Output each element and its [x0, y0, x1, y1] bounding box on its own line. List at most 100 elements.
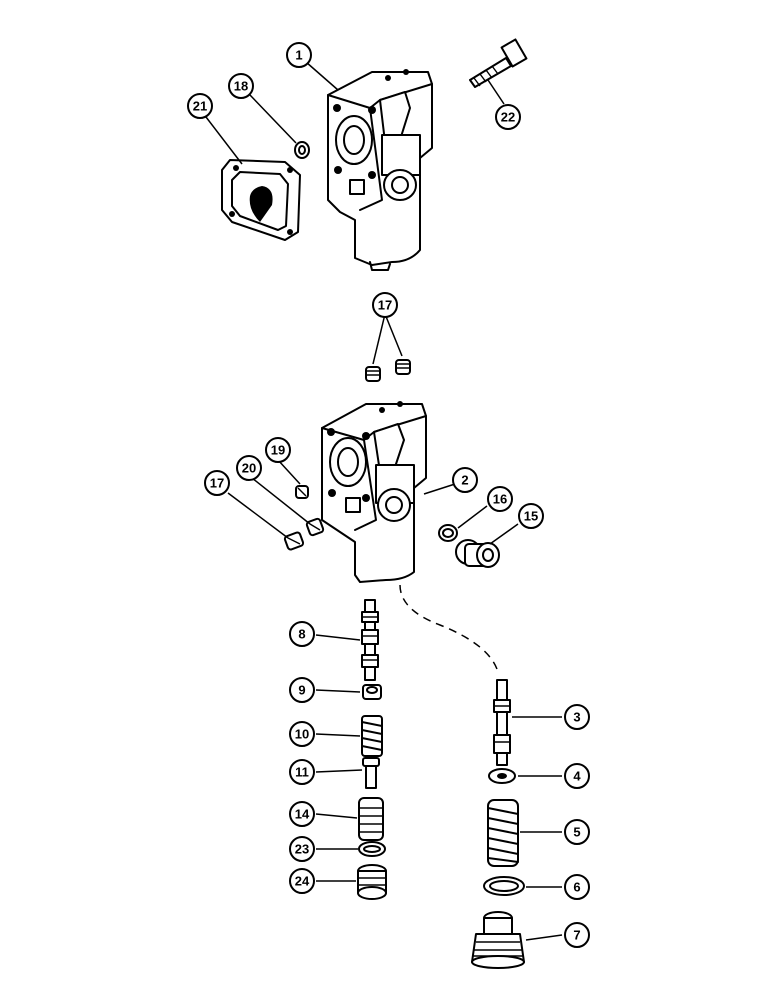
callout-circle — [289, 621, 315, 647]
retainer-4 — [488, 768, 516, 784]
plug-17-top-left — [365, 366, 381, 382]
callout-label: 20 — [242, 461, 256, 476]
bolt-22 — [469, 38, 528, 88]
callout-c11: 11 — [289, 759, 315, 785]
leader-1 — [305, 61, 339, 91]
leader-20 — [251, 477, 311, 525]
seal-ring-6 — [483, 876, 525, 896]
callout-c15: 15 — [518, 503, 544, 529]
callout-label: 5 — [573, 825, 580, 840]
callout-c22: 22 — [495, 104, 521, 130]
callout-label: 2 — [461, 473, 468, 488]
callout-label: 14 — [295, 807, 310, 822]
callout-label: 4 — [573, 769, 581, 784]
callout-circle — [487, 486, 513, 512]
sleeve-14 — [358, 797, 384, 841]
leader-21 — [205, 116, 243, 165]
plug-20 — [305, 517, 325, 537]
leader-9 — [315, 689, 361, 693]
callout-label: 3 — [573, 710, 580, 725]
spool-8 — [361, 599, 379, 681]
plug-17-left — [283, 531, 305, 551]
spring-10 — [361, 715, 383, 757]
callout-circle — [289, 721, 315, 747]
callout-circle — [228, 73, 254, 99]
callout-label: 1 — [295, 48, 302, 63]
leader-17c — [227, 492, 289, 539]
callout-circle — [372, 292, 398, 318]
callout-circle — [289, 677, 315, 703]
callout-circle — [495, 104, 521, 130]
plug-17-top-right — [395, 359, 411, 375]
callout-c17b: 17 — [204, 470, 230, 496]
leader-2 — [423, 483, 456, 495]
callout-c3: 3 — [564, 704, 590, 730]
callout-c16: 16 — [487, 486, 513, 512]
callout-c2: 2 — [452, 467, 478, 493]
valve-housing-lower — [321, 401, 427, 583]
callout-c21: 21 — [187, 93, 213, 119]
seal-ring-16 — [438, 524, 458, 542]
leader-11 — [315, 769, 363, 773]
plug-15 — [455, 539, 500, 568]
callout-label: 6 — [573, 880, 580, 895]
callout-c18: 18 — [228, 73, 254, 99]
leader-17a — [372, 313, 386, 365]
leader-17b — [384, 313, 403, 357]
leader-10 — [315, 733, 361, 737]
leader-22 — [487, 79, 505, 105]
pin-11 — [362, 757, 380, 789]
callout-label: 17 — [378, 298, 392, 313]
callout-circle — [564, 922, 590, 948]
assembly-path-dashed — [399, 584, 499, 673]
leader-15 — [489, 523, 519, 545]
callout-circle — [289, 801, 315, 827]
callout-label: 9 — [298, 683, 305, 698]
leader-19 — [277, 459, 301, 485]
callout-circle — [286, 42, 312, 68]
callout-circle — [236, 455, 262, 481]
callout-c5: 5 — [564, 819, 590, 845]
callout-circle — [564, 819, 590, 845]
leader-lines — [205, 61, 563, 941]
leader-16 — [457, 505, 488, 529]
callout-c1: 1 — [286, 42, 312, 68]
callout-circle — [265, 437, 291, 463]
callout-c4: 4 — [564, 763, 590, 789]
callout-circle — [452, 467, 478, 493]
callout-label: 21 — [193, 99, 207, 114]
callout-circle — [564, 704, 590, 730]
callout-c20: 20 — [236, 455, 262, 481]
callout-circle — [204, 470, 230, 496]
spool-3 — [493, 679, 511, 766]
plug-19 — [295, 485, 309, 499]
callout-label: 8 — [298, 627, 305, 642]
callout-label: 15 — [524, 509, 538, 524]
callout-circle — [518, 503, 544, 529]
callout-label: 22 — [501, 110, 515, 125]
callout-c23: 23 — [289, 836, 315, 862]
gasket-21 — [221, 159, 301, 241]
leader-7 — [525, 934, 563, 941]
callout-circle — [564, 763, 590, 789]
callout-c8: 8 — [289, 621, 315, 647]
leader-18 — [249, 94, 297, 144]
valve-housing-upper — [327, 69, 433, 271]
callout-c7: 7 — [564, 922, 590, 948]
plug-7 — [471, 911, 525, 969]
callout-c10: 10 — [289, 721, 315, 747]
seal-ring-18 — [294, 141, 310, 159]
callout-label: 19 — [271, 443, 285, 458]
callout-c9: 9 — [289, 677, 315, 703]
callout-circle — [289, 868, 315, 894]
callout-circle — [289, 759, 315, 785]
callout-label: 7 — [573, 928, 580, 943]
callout-label: 18 — [234, 79, 248, 94]
leader-14 — [315, 813, 358, 819]
callout-c14: 14 — [289, 801, 315, 827]
callout-circle — [564, 874, 590, 900]
callout-circle — [289, 836, 315, 862]
